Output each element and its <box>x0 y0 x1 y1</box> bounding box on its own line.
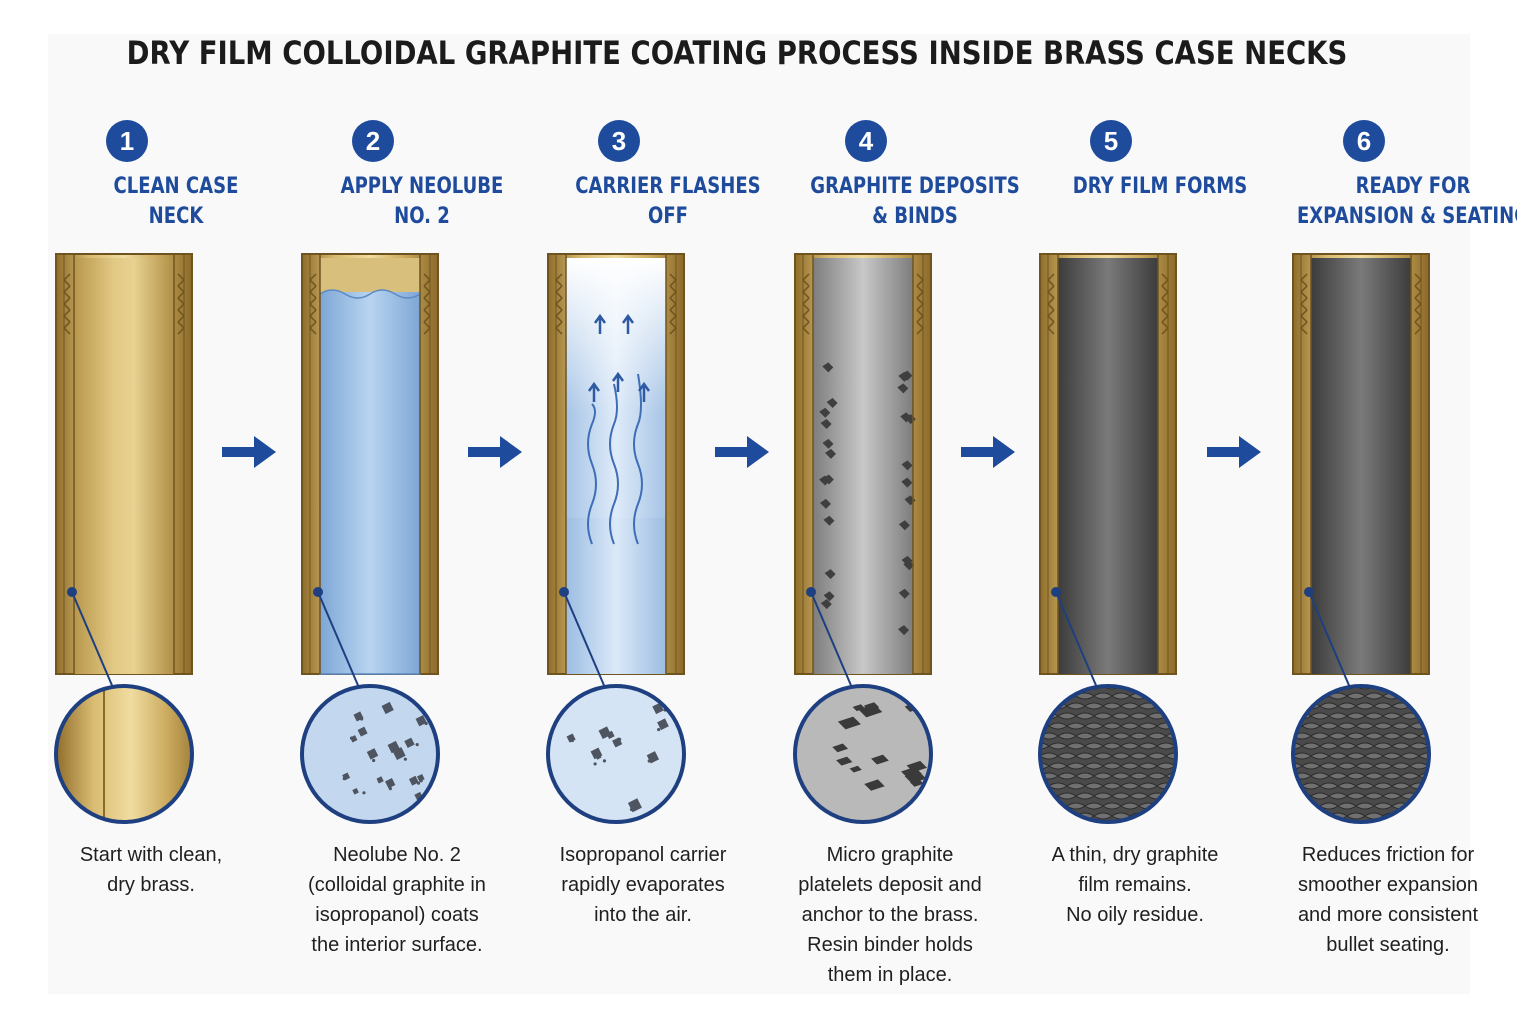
right-arrow-icon <box>222 436 276 468</box>
graphite-platelet <box>822 362 834 373</box>
magnifier-view <box>548 686 684 822</box>
right-arrow-icon <box>1207 436 1261 468</box>
graphite-platelet <box>820 419 832 430</box>
step-number-badge: 2 <box>352 120 394 162</box>
graphite-platelet <box>898 371 910 382</box>
graphite-platelet <box>823 515 835 526</box>
graphite-platelet <box>826 398 838 409</box>
graphite-platelet <box>823 591 835 602</box>
magnifier-view <box>1293 686 1429 822</box>
up-arrow-icon <box>637 381 651 402</box>
vapour-wave <box>587 403 597 545</box>
diagram-background <box>48 34 1470 994</box>
right-arrow-icon <box>468 436 522 468</box>
right-arrow-icon <box>961 436 1015 468</box>
case-neck-illustration <box>1038 253 1178 824</box>
step-number-badge: 1 <box>106 120 148 162</box>
up-arrow-icon <box>611 371 625 392</box>
magnifier-view <box>56 686 192 822</box>
graphite-platelet <box>820 599 832 610</box>
step-caption: Start with clean,dry brass. <box>79 844 223 896</box>
step-number-badge: 5 <box>1090 120 1132 162</box>
graphite-platelet <box>822 438 834 449</box>
graphite-platelet <box>819 498 831 509</box>
graphite-platelet <box>824 569 836 580</box>
step-number-badge: 6 <box>1343 120 1385 162</box>
diagram-title: DRY FILM COLLOIDAL GRAPHITE COATING PROC… <box>126 34 1348 72</box>
up-arrow-icon <box>593 313 607 334</box>
graphite-platelet <box>898 588 910 599</box>
magnifier-view <box>795 686 931 822</box>
vapour-wave <box>633 373 643 545</box>
graphite-platelet <box>898 625 910 636</box>
up-arrow-icon <box>587 381 601 402</box>
case-neck-illustration <box>54 253 194 824</box>
magnifier-view <box>1040 686 1176 822</box>
case-neck-illustration <box>1291 253 1431 824</box>
graphite-platelet <box>819 407 831 418</box>
case-neck-illustration <box>300 253 440 824</box>
case-neck-illustration <box>793 253 933 824</box>
step-number-badge: 3 <box>598 120 640 162</box>
graphite-platelet <box>824 448 836 459</box>
vapour-wave <box>609 383 619 545</box>
graphite-platelet <box>822 474 834 485</box>
right-arrow-icon <box>715 436 769 468</box>
step-number-badge: 4 <box>845 120 887 162</box>
case-neck-illustration <box>546 253 686 824</box>
graphite-platelet <box>901 555 913 566</box>
graphite-platelet <box>898 520 910 531</box>
graphite-platelet <box>901 477 913 488</box>
up-arrow-icon <box>621 313 635 334</box>
graphite-platelet <box>901 460 913 471</box>
step-heading: DRY FILM FORMS <box>1072 174 1248 199</box>
step-heading: GRAPHITE DEPOSITS& BINDS <box>810 174 1020 229</box>
graphite-platelet <box>897 383 909 394</box>
magnifier-view <box>302 686 438 822</box>
